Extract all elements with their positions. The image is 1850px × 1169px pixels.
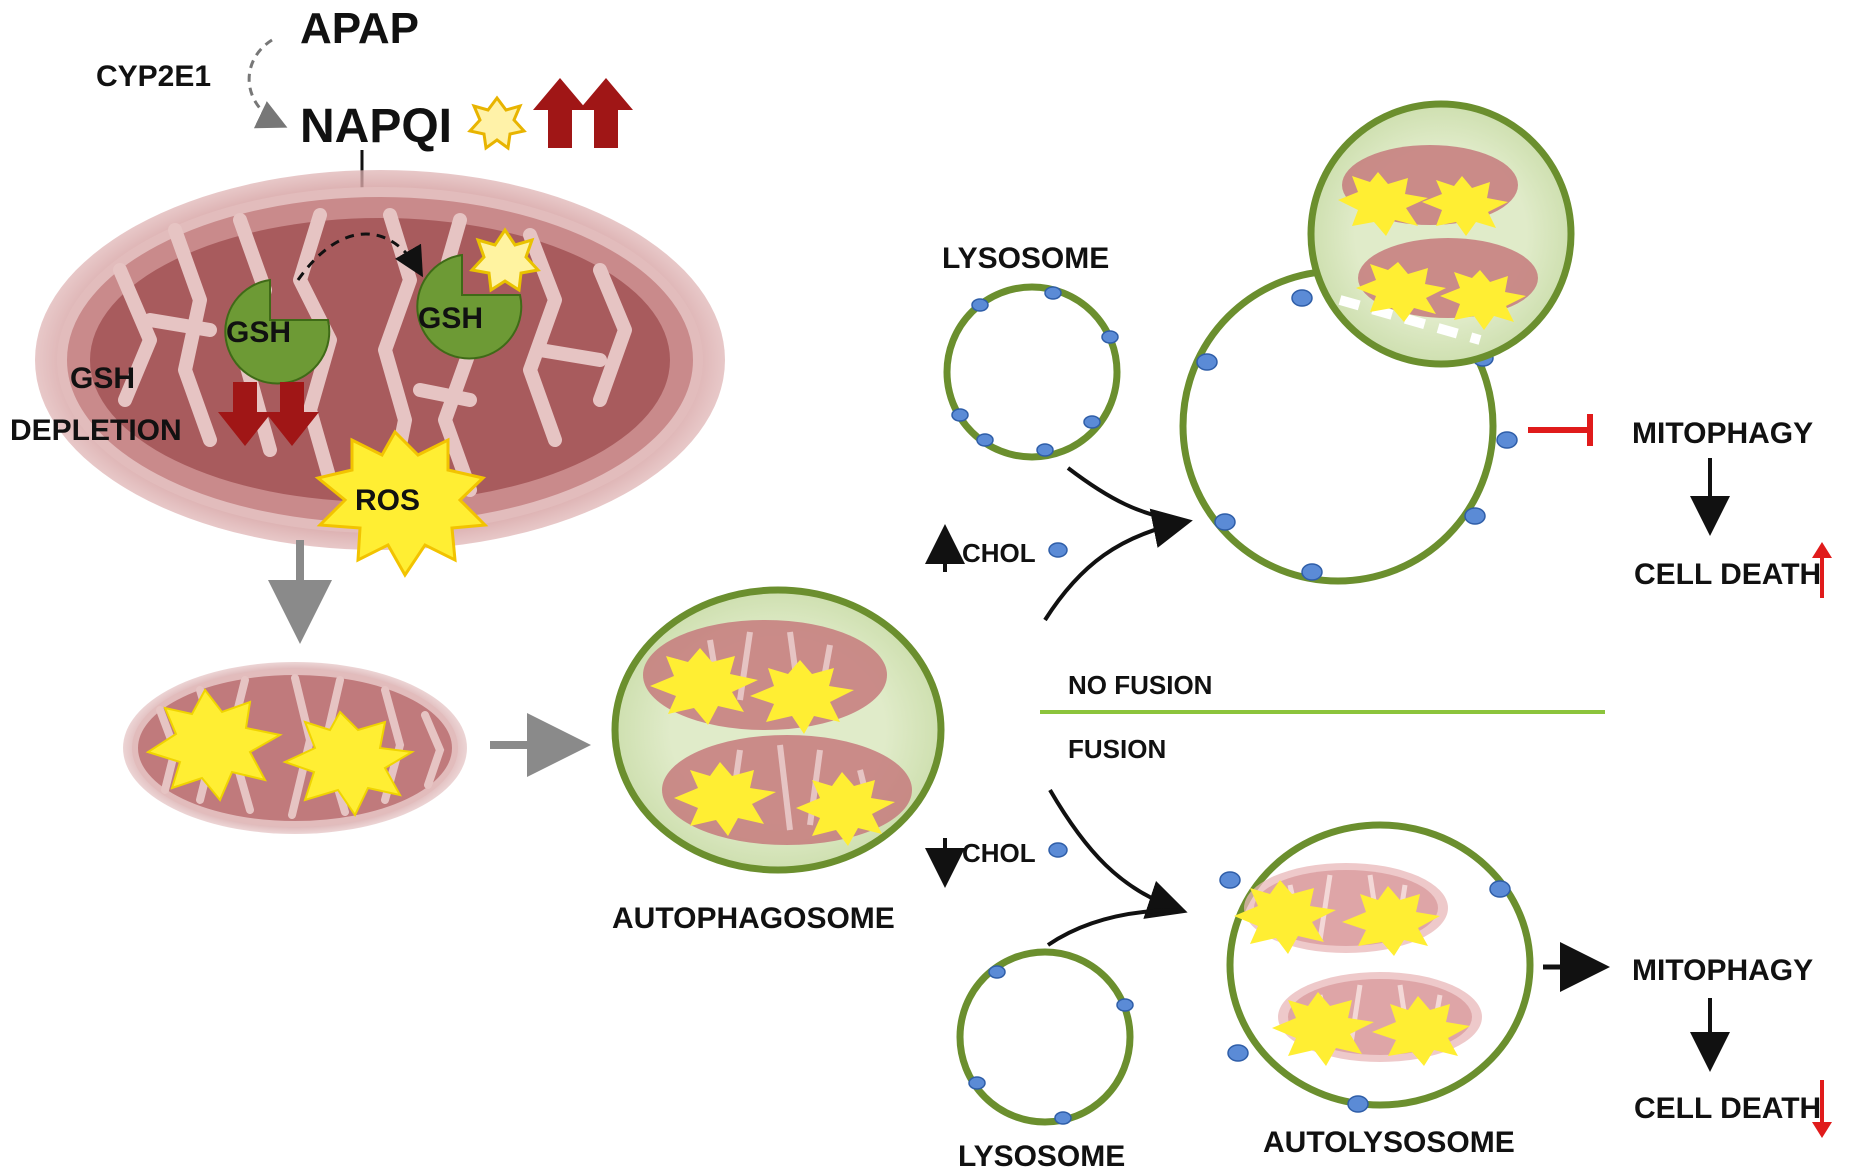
gsh-depletion-label-2: DEPLETION <box>10 414 182 447</box>
cyp2e1-label: CYP2E1 <box>96 60 211 93</box>
ros-label: ROS <box>355 484 420 517</box>
napqi-increase-arrow-1 <box>533 78 587 148</box>
no-fusion-label: NO FUSION <box>1068 670 1212 700</box>
gsh-molecule-right <box>416 253 523 360</box>
chol-up-label: CHOL <box>962 538 1036 568</box>
autophagosome-to-autolysosome-curve <box>1048 788 1188 919</box>
cell-death-increase-arrowhead <box>1812 542 1832 558</box>
napqi-bound-star-icon <box>469 227 541 293</box>
fusion-label: FUSION <box>1068 734 1166 764</box>
cell-death-top-label: CELL DEATH <box>1634 558 1821 591</box>
napqi-reactive-star-icon <box>467 95 527 151</box>
gsh-left-label: GSH <box>226 316 291 349</box>
chol-down-label: CHOL <box>962 838 1036 868</box>
gsh-depletion-label-1: GSH <box>70 362 135 395</box>
cholesterol-dot-top <box>1048 542 1068 558</box>
gsh-molecule-left <box>224 278 331 385</box>
gsh-conjugation-dashed-arrow <box>296 232 424 281</box>
cell-death-decrease-arrowhead <box>1812 1122 1832 1138</box>
autolysosome <box>1219 821 1534 1113</box>
gsh-decrease-arrow-2 <box>265 382 319 446</box>
gsh-decrease-arrow-1 <box>218 382 272 446</box>
docked-autophagosome <box>1307 100 1575 368</box>
lysosome-to-autolysosome-curve <box>1046 908 1181 947</box>
lysosome-top-label: LYSOSOME <box>942 242 1109 275</box>
lysosome-to-vesicle-curve-top <box>1066 466 1186 524</box>
napqi-increase-arrow-2 <box>579 78 633 148</box>
apap-label: APAP <box>300 4 419 53</box>
lysosome-bottom <box>956 948 1134 1126</box>
mitophagy-top-label: MITOPHAGY <box>1632 417 1813 450</box>
ros-burst-icon <box>314 429 489 578</box>
autophagosome-to-vesicle-curve-top <box>1043 508 1193 622</box>
gsh-right-label: GSH <box>418 302 483 335</box>
cholesterol-dot-bottom <box>1048 842 1068 858</box>
damaged-mitochondrion <box>123 662 467 834</box>
autolysosome-label: AUTOLYSOSOME <box>1263 1126 1515 1159</box>
autophagosome-label: AUTOPHAGOSOME <box>612 902 895 935</box>
cell-death-bottom-label: CELL DEATH <box>1634 1092 1821 1125</box>
mitophagy-bottom-label: MITOPHAGY <box>1632 954 1813 987</box>
lysosome-bottom-label: LYSOSOME <box>958 1140 1125 1169</box>
cyp2e1-curved-dashed-arrow <box>247 38 288 129</box>
napqi-label: NAPQI <box>300 100 452 153</box>
lysosome-top <box>943 283 1121 461</box>
autophagosome <box>611 586 945 874</box>
